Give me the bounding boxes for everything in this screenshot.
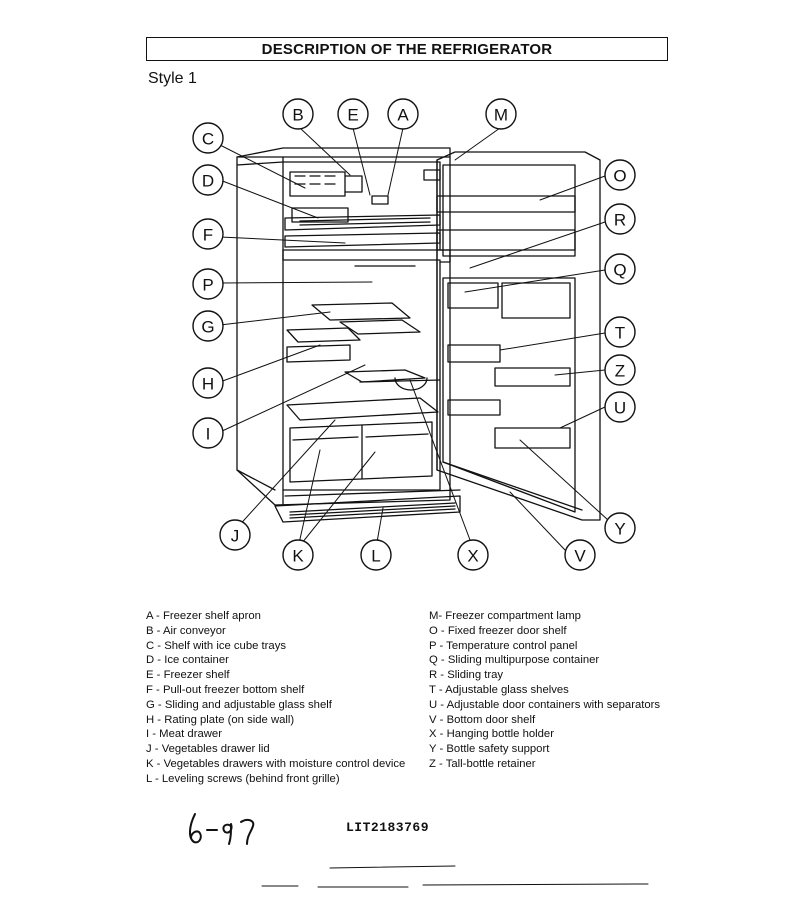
callout-label-c: C [202,130,214,149]
callout-circle-g [192,310,224,342]
callout-circle-m [485,98,517,130]
callout-circle-h [192,367,224,399]
legend-item: V - Bottom door shelf [429,713,536,726]
legend-item: M- Freezer compartment lamp [429,610,581,622]
callout-label-l: L [371,547,380,566]
callout-label-u: U [614,399,626,418]
legend-item: A - Freezer shelf apron [146,610,261,622]
callout-label-k: K [292,547,304,566]
legend-item: D - Ice container [146,654,229,667]
callout-circle-c [192,122,224,154]
callout-label-m: M [494,106,508,125]
callout-circle-u [604,391,636,423]
freezer-compartment [284,169,441,248]
legend-item: O - Fixed freezer door shelf [429,624,567,637]
callout-leader-lines [219,127,609,551]
callout-circle-v [564,539,596,571]
legend-item: E - Freezer shelf [146,669,230,682]
style-label: Style 1 [148,70,197,87]
callout-circle-t [604,316,636,348]
callout-label-i: I [206,425,211,444]
legend-item: G - Sliding and adjustable glass shelf [146,698,332,711]
legend-item: U - Adjustable door containers with sepa… [429,698,661,711]
legend-item: B - Air conveyor [146,624,226,637]
callout-label-v: V [574,547,586,566]
legend-left-column: A - Freezer shelf apron B - Air conveyor… [146,609,416,787]
callout-label-b: B [292,106,303,125]
legend-item: Q - Sliding multipurpose container [429,654,600,667]
legend-item: T - Adjustable glass shelves [429,683,569,696]
callout-label-g: G [201,318,214,337]
callout-circle-k [282,539,314,571]
callout-label-f: F [203,226,213,245]
legend-item: C - Shelf with ice cube trays [146,639,287,652]
callout-circle-e [337,98,369,130]
legend-item: X - Hanging bottle holder [429,728,554,741]
legend-item: P - Temperature control panel [429,639,578,652]
document-code: LIT2183769 [346,820,430,835]
callout-circle-r [604,203,636,235]
callout-label-z: Z [615,362,625,381]
legend-item: J - Vegetables drawer lid [146,743,270,756]
callout-label-y: Y [614,520,625,539]
callout-circle-j [219,519,251,551]
legend-right-column: M- Freezer compartment lamp O - Fixed fr… [429,609,689,772]
callout-circle-i [192,417,224,449]
callout-circle-l [360,539,392,571]
callout-label-h: H [202,375,214,394]
legend-item: F - Pull-out freezer bottom shelf [146,683,305,696]
callout-label-r: R [614,211,626,230]
callout-label-j: J [231,527,240,546]
callout-label-x: X [467,547,478,566]
legend-item: Z - Tall-bottle retainer [429,757,536,770]
callout-circle-b [282,98,314,130]
refrigerator-cabinet [236,147,451,506]
page-title-text: DESCRIPTION OF THE REFRIGERATOR [261,40,553,58]
callout-circle-q [604,253,636,285]
legend-item: I - Meat drawer [146,728,222,741]
legend-item: H - Rating plate (on side wall) [146,713,295,726]
callout-label-t: T [615,324,625,343]
callout-label-a: A [397,106,409,125]
callout-circle-d [192,164,224,196]
legend-item: L - Leveling screws (behind front grille… [146,772,340,785]
callout-circle-f [192,218,224,250]
legend-item: R - Sliding tray [429,669,504,682]
fresh-food-compartment [284,265,461,497]
callout-label-p: P [202,276,213,295]
callout-label-q: Q [613,261,626,280]
callout-label-e: E [347,106,358,125]
callout-circles [192,98,636,571]
bottom-rules [261,865,649,888]
legend-item: K - Vegetables drawers with moisture con… [146,757,406,770]
page-title: DESCRIPTION OF THE REFRIGERATOR [146,37,668,61]
callout-label-o: O [613,167,626,186]
callout-circle-y [604,512,636,544]
callout-circle-a [387,98,419,130]
refrigerator-door [436,151,601,521]
handwritten-date-note [189,813,255,845]
callout-circle-x [457,539,489,571]
callout-label-d: D [202,172,214,191]
callout-circle-z [604,354,636,386]
callout-circle-o [604,159,636,191]
callout-circle-p [192,268,224,300]
legend-item: Y - Bottle safety support [429,743,550,756]
